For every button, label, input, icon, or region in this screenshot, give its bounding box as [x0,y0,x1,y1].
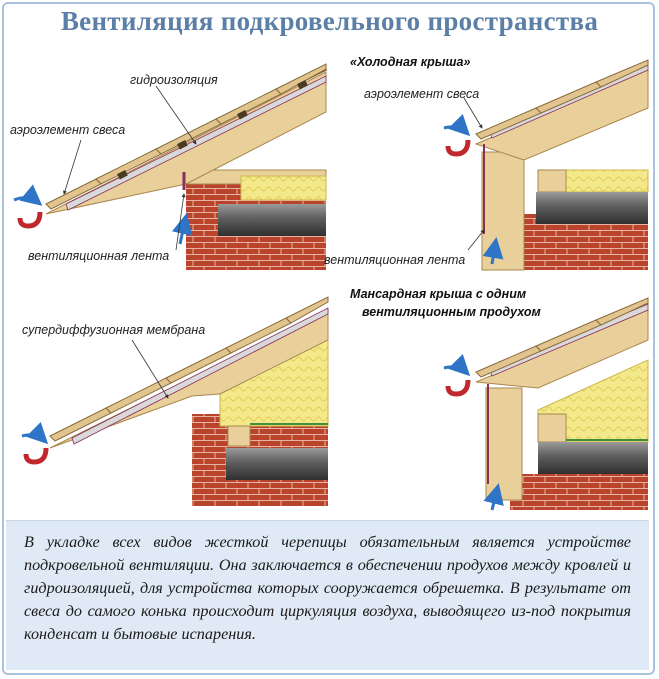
wall-timber [485,387,523,501]
plate [537,169,567,193]
leader-line [155,85,197,145]
header-mansard-line2: вентиляционным продухом [362,305,541,319]
batten-clips [117,80,308,180]
leader-line [63,139,82,195]
airflow-arrow [483,483,504,511]
page-title: Вентиляция подкровельного пространства [60,6,599,36]
brick-wall [510,474,648,510]
floor-beam [536,192,648,224]
roof-ventilation-diagram: гидроизоляция аэроэлемент свеса вентиляц… [10,55,649,511]
label-aero-element: аэроэлемент свеса [10,123,125,137]
airflow-arrow [171,213,193,245]
roof-tiles [475,297,649,378]
leader-line [175,193,186,251]
label-superdiffusion-membrane: супердиффузионная мембрана [22,323,205,337]
panel-top-right: «Холодная крыша» аэроэлемент свеса венти… [324,55,649,271]
plate [227,425,251,447]
leader-line [131,339,169,399]
rafter [474,69,649,161]
label-vent-tape: вентиляционная лента [28,249,169,263]
header-mansard-line1: Мансардная крыша с одним [350,287,526,301]
roof-tiles [475,59,649,140]
airflow-arrow [13,184,43,206]
panel-bottom-right: Мансардная крыша с одним вентиляционным … [350,287,649,511]
plate [537,413,567,443]
roof-tiles [45,63,327,210]
insulation [240,175,327,201]
membrane [71,307,329,445]
gutter [17,211,43,229]
insulation [565,169,649,193]
roof-tiles [49,296,329,442]
airflow-arrow [443,353,471,377]
label-vent-tape: вентиляционная лента [324,253,465,267]
gutter [23,447,49,465]
caption-box: В укладке всех видов жесткой черепицы об… [6,520,649,670]
leader-line [467,229,485,251]
label-aero-element: аэроэлемент свеса [364,87,479,101]
header-cold-roof: «Холодная крыша» [350,55,470,69]
panel-top-left: гидроизоляция аэроэлемент свеса вентиляц… [10,63,328,270]
floor-beam [218,204,326,236]
gutter [445,379,471,397]
floor-beam [226,448,328,480]
gutter [445,139,471,157]
leader-line [463,97,483,129]
floor-beam [538,442,648,474]
label-membrane: гидроизоляция [130,73,218,87]
panel-bottom-left: супердиффузионная мембрана [21,296,329,506]
wall-timber [481,151,525,271]
caption-text: В укладке всех видов жесткой черепицы об… [24,533,631,643]
airflow-arrow [482,237,504,265]
airflow-arrow [443,113,471,137]
airflow-arrow [21,421,49,445]
